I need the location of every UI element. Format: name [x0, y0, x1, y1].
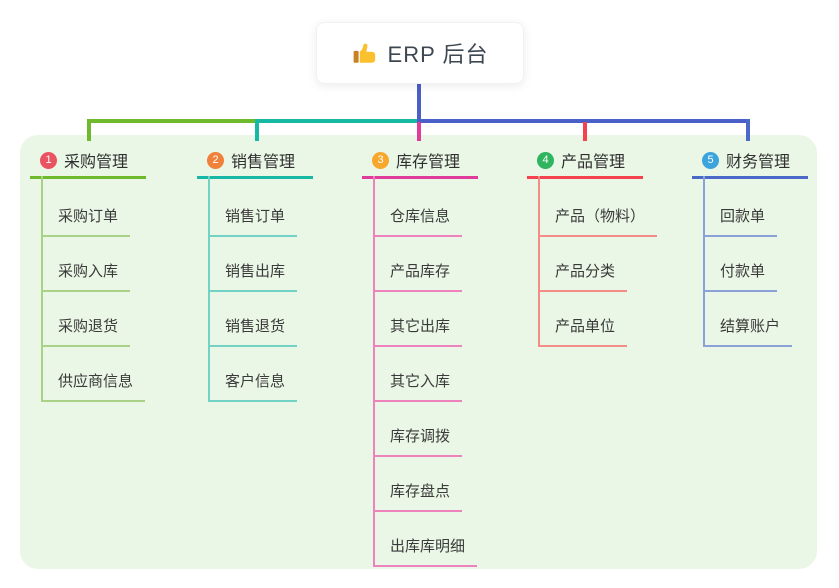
branch-child-connector	[41, 176, 43, 402]
child-node[interactable]: 销售出库	[208, 262, 298, 292]
connector-line	[255, 119, 259, 141]
connector-line	[87, 119, 91, 141]
branch-label: 库存管理	[396, 154, 461, 171]
root-node[interactable]: ERP 后台	[316, 22, 524, 84]
child-node[interactable]: 产品库存	[373, 262, 463, 292]
child-node[interactable]: 销售订单	[208, 207, 298, 237]
connector-line	[746, 119, 750, 141]
branch-underline	[30, 176, 146, 179]
child-node[interactable]: 回款单	[703, 207, 778, 237]
branch-number-badge: 1	[40, 151, 57, 169]
child-node[interactable]: 供应商信息	[41, 372, 146, 402]
child-node[interactable]: 客户信息	[208, 372, 298, 402]
child-node[interactable]: 产品分类	[538, 262, 628, 292]
branch-4: 4 产品管理产品（物料） 产品分类产品单位	[527, 148, 658, 347]
branch-label: 采购管理	[64, 154, 129, 171]
branch-label: 产品管理	[561, 154, 626, 171]
child-node[interactable]: 付款单	[703, 262, 778, 292]
branch-child-connector	[703, 176, 705, 347]
branch-1: 1 采购管理采购订单采购入库采购退货供应商信息	[30, 148, 146, 402]
branch-child-connector	[538, 176, 540, 347]
root-title: ERP 后台	[387, 42, 489, 67]
branch-2: 2 销售管理销售订单销售出库销售退货客户信息	[197, 148, 313, 402]
branch-child-connector	[208, 176, 210, 402]
child-node[interactable]: 其它入库	[373, 372, 463, 402]
branch-underline	[527, 176, 643, 179]
child-node[interactable]: 出库库明细	[373, 537, 478, 567]
branch-label: 销售管理	[231, 154, 296, 171]
child-node[interactable]: 采购订单	[41, 207, 131, 237]
connector-line	[417, 122, 421, 141]
child-node[interactable]: 库存调拨	[373, 427, 463, 457]
child-node[interactable]: 采购入库	[41, 262, 131, 292]
branch-node[interactable]: 5 财务管理	[692, 148, 790, 172]
branch-underline	[692, 176, 808, 179]
child-node[interactable]: 仓库信息	[373, 207, 463, 237]
child-node[interactable]: 产品（物料）	[538, 207, 658, 237]
connector-line	[583, 122, 587, 141]
connector-line	[417, 119, 750, 123]
thumbs-up-icon	[352, 40, 378, 66]
branch-child-connector	[373, 176, 375, 567]
branch-node[interactable]: 4 产品管理	[527, 148, 625, 172]
child-node[interactable]: 销售退货	[208, 317, 298, 347]
branch-number-badge: 5	[702, 151, 719, 169]
connector-line	[417, 82, 421, 121]
branch-3: 3 库存管理仓库信息产品库存其它出库其它入库库存调拨库存盘点出库库明细	[362, 148, 478, 567]
branch-number-badge: 3	[372, 151, 389, 169]
branch-label: 财务管理	[726, 154, 791, 171]
child-node[interactable]: 产品单位	[538, 317, 628, 347]
branch-underline	[362, 176, 478, 179]
child-node[interactable]: 结算账户	[703, 317, 793, 347]
child-node[interactable]: 其它出库	[373, 317, 463, 347]
branch-node[interactable]: 1 采购管理	[30, 148, 128, 172]
branch-number-badge: 2	[207, 151, 224, 169]
branch-underline	[197, 176, 313, 179]
connector-line	[87, 119, 259, 123]
branch-node[interactable]: 2 销售管理	[197, 148, 295, 172]
branch-5: 5 财务管理回款单付款单结算账户	[692, 148, 808, 347]
connector-line	[255, 119, 419, 123]
branch-node[interactable]: 3 库存管理	[362, 148, 460, 172]
branch-number-badge: 4	[537, 151, 554, 169]
background-panel	[20, 135, 817, 569]
child-node[interactable]: 库存盘点	[373, 482, 463, 512]
child-node[interactable]: 采购退货	[41, 317, 131, 347]
